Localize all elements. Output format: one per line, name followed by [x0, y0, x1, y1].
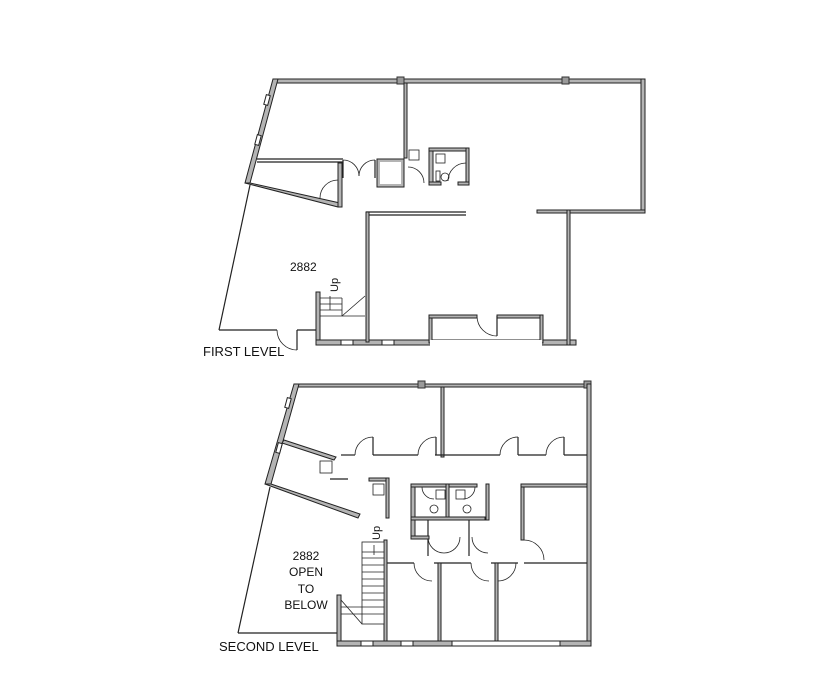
- window: [275, 442, 283, 454]
- door-swing: [447, 162, 467, 182]
- door-swing: [319, 179, 339, 199]
- second-level-stair-label: Up: [371, 526, 383, 540]
- window: [340, 339, 354, 346]
- column: [417, 380, 426, 389]
- column: [561, 76, 570, 85]
- sink-icon: [435, 489, 446, 500]
- door-swing: [417, 436, 437, 456]
- stair-wall: [315, 291, 321, 345]
- window: [263, 94, 271, 106]
- door-swing: [476, 315, 498, 337]
- second-level-room-label: 2882 OPEN TO BELOW: [284, 549, 328, 612]
- first-level-plan: [218, 76, 646, 351]
- svg-text:BELOW: BELOW: [284, 598, 328, 612]
- door-swing: [276, 329, 298, 351]
- toilet-icon: [462, 504, 472, 514]
- first-left-slant-wall: [244, 78, 279, 184]
- second-left-lower-wall: [237, 486, 271, 634]
- svg-text:OPEN: OPEN: [289, 565, 323, 579]
- door-swing: [421, 486, 435, 500]
- window: [254, 134, 262, 146]
- window: [381, 339, 395, 346]
- interior-slant-wall: [244, 182, 341, 208]
- first-top-wall: [272, 78, 646, 84]
- door-swing: [354, 436, 374, 456]
- door-swing: [358, 159, 376, 177]
- door-swing: [470, 562, 490, 582]
- second-level-plan: [237, 380, 592, 647]
- stair-wall: [383, 539, 388, 645]
- door-swing: [462, 486, 476, 500]
- sink-icon: [319, 460, 333, 474]
- door-swing: [443, 536, 461, 554]
- column: [396, 76, 405, 85]
- toilet-icon: [429, 504, 439, 514]
- interior-slant-wall: [264, 483, 361, 519]
- toilet-icon: [440, 172, 450, 182]
- first-right-wall: [640, 78, 646, 213]
- interior-wall: [403, 82, 408, 159]
- door-swing: [545, 436, 565, 456]
- second-right-wall: [586, 383, 592, 645]
- second-level-title: SECOND LEVEL: [219, 639, 319, 654]
- window: [400, 640, 414, 647]
- door-swing: [523, 539, 545, 561]
- door-swing: [471, 536, 489, 554]
- window: [360, 640, 374, 647]
- door-swing: [499, 436, 519, 456]
- window: [451, 640, 561, 647]
- svg-text:2882: 2882: [293, 549, 320, 563]
- door-swing: [407, 166, 425, 184]
- stair-treads: [340, 551, 384, 625]
- first-level-stair-label: Up: [329, 278, 341, 292]
- first-level-room-label: 2882: [290, 260, 317, 274]
- svg-text:TO: TO: [298, 582, 314, 596]
- sink-icon: [408, 149, 420, 161]
- first-level-title: FIRST LEVEL: [203, 344, 284, 359]
- window: [284, 397, 292, 409]
- door-swing: [413, 562, 433, 582]
- door-swing: [427, 536, 445, 554]
- first-left-lower-wall: [218, 184, 251, 331]
- sink-icon: [372, 483, 385, 496]
- door-swing: [342, 159, 360, 177]
- door-swing: [497, 562, 517, 582]
- sink-icon: [455, 489, 466, 500]
- stair: [361, 541, 385, 625]
- restroom-wall: [428, 147, 434, 186]
- second-left-slant-wall: [264, 383, 300, 485]
- sink-icon: [435, 153, 446, 164]
